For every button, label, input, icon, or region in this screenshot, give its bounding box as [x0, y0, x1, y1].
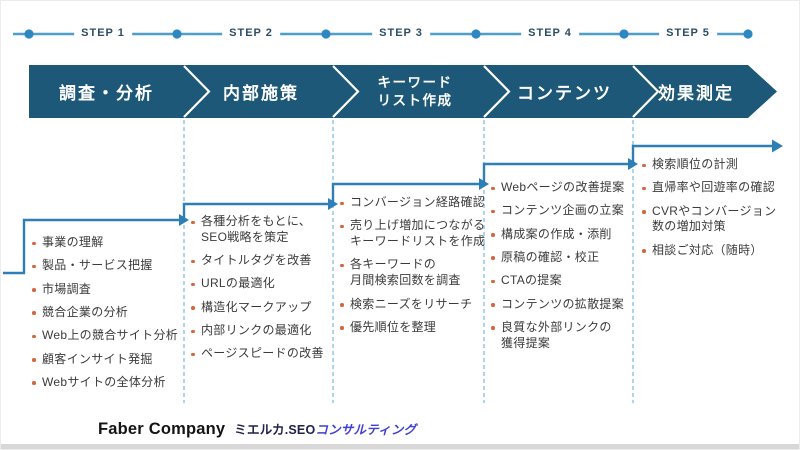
- step-label-2: STEP 2: [222, 27, 280, 39]
- list-item: コンテンツ企画の立案: [490, 203, 636, 219]
- timeline-dot: [743, 29, 753, 39]
- arrowhead: [328, 198, 338, 210]
- timeline-dot: [471, 29, 481, 39]
- step-label-5: STEP 5: [659, 27, 717, 39]
- timeline-dot: [172, 29, 182, 39]
- list-item: 製品・サービス把握: [31, 258, 183, 274]
- list-item: 顧客インサイト発掘: [31, 352, 183, 368]
- logo-product-wordmark: ミエルカ.SEOコンサルティング: [234, 419, 416, 439]
- list-item: 検索順位の計測: [641, 157, 796, 173]
- list-item: 原稿の確認・校正: [490, 250, 636, 266]
- list-item: 事業の理解: [31, 235, 183, 251]
- list-item: 各キーワードの 月間検索回数を調査: [339, 257, 487, 289]
- list-item: ページスピードの改善: [190, 346, 336, 362]
- stage-title-keywords: キーワード リスト作成: [377, 74, 453, 108]
- step-label-1: STEP 1: [74, 27, 132, 39]
- logo-product-text: ミエルカ.SEO: [234, 423, 316, 437]
- list-item: 構造化マークアップ: [190, 300, 336, 316]
- stage-list-internal: 各種分析をもとに、 SEO戦略を策定タイトルタグを改善 URLの最適化構造化マーク…: [190, 214, 336, 370]
- list-item: Web上の競合サイト分析: [31, 328, 183, 344]
- arrowhead: [179, 214, 189, 226]
- stage-list-keywords: コンバージョン経路確認売り上げ増加につながる キーワードリストを作成各キーワード…: [339, 195, 487, 343]
- arrowhead: [772, 139, 783, 153]
- list-item: Webサイトの全体分析: [31, 375, 183, 391]
- arrowhead: [479, 178, 489, 190]
- timeline-dot: [321, 29, 331, 39]
- logo-suffix-text: コンサルティング: [315, 423, 417, 437]
- list-item: 相談ご対応（随時）: [641, 243, 796, 259]
- list-item: 競合企業の分析: [31, 305, 183, 321]
- list-item: 良質な外部リンクの 獲得提案: [490, 320, 636, 352]
- stage-list-content: Webページの改善提案コンテンツ企画の立案構成案の作成・添削原稿の確認・校正 CT…: [490, 180, 636, 359]
- list-item: 直帰率や回遊率の確認: [641, 180, 796, 196]
- timeline-dot: [619, 29, 629, 39]
- logo-company-wordmark: Faber Company: [98, 420, 226, 438]
- list-item: 売り上げ増加につながる キーワードリストを作成: [339, 218, 487, 250]
- list-item: URLの最適化: [190, 276, 336, 292]
- footer-logo: Faber Company ミエルカ.SEOコンサルティング: [98, 419, 416, 439]
- list-item: コンバージョン経路確認: [339, 195, 487, 211]
- stage-title-content: コンテンツ: [517, 84, 612, 103]
- list-item: 内部リンクの最適化: [190, 323, 336, 339]
- stage-list-research: 事業の理解製品・サービス把握市場調査競合企業の分析 Web上の競合サイト分析顧客イ…: [31, 235, 183, 398]
- list-item: タイトルタグを改善: [190, 253, 336, 269]
- stage-title-internal: 内部施策: [223, 84, 299, 103]
- stage-title-research: 調査・分析: [59, 84, 154, 103]
- timeline-dot: [24, 29, 34, 39]
- slide-bottom-edge: [1, 444, 799, 449]
- step-label-3: STEP 3: [372, 27, 430, 39]
- list-item: 検索ニーズをリサーチ: [339, 297, 487, 313]
- arrowhead: [628, 158, 638, 170]
- step-label-4: STEP 4: [521, 27, 579, 39]
- list-item: 構成案の作成・添削: [490, 227, 636, 243]
- stage-title-measure: 効果測定: [658, 84, 734, 103]
- list-item: CVRやコンバージョン 数の増加対策: [641, 204, 796, 236]
- list-item: 優先順位を整理: [339, 320, 487, 336]
- list-item: 各種分析をもとに、 SEO戦略を策定: [190, 214, 336, 246]
- list-item: コンテンツの拡散提案: [490, 297, 636, 313]
- list-item: Webページの改善提案: [490, 180, 636, 196]
- stage-list-measure: 検索順位の計測直帰率や回遊率の確認 CVRやコンバージョン 数の増加対策相談ご対応…: [641, 157, 796, 266]
- list-item: 市場調査: [31, 282, 183, 298]
- list-item: CTAの提案: [490, 273, 636, 289]
